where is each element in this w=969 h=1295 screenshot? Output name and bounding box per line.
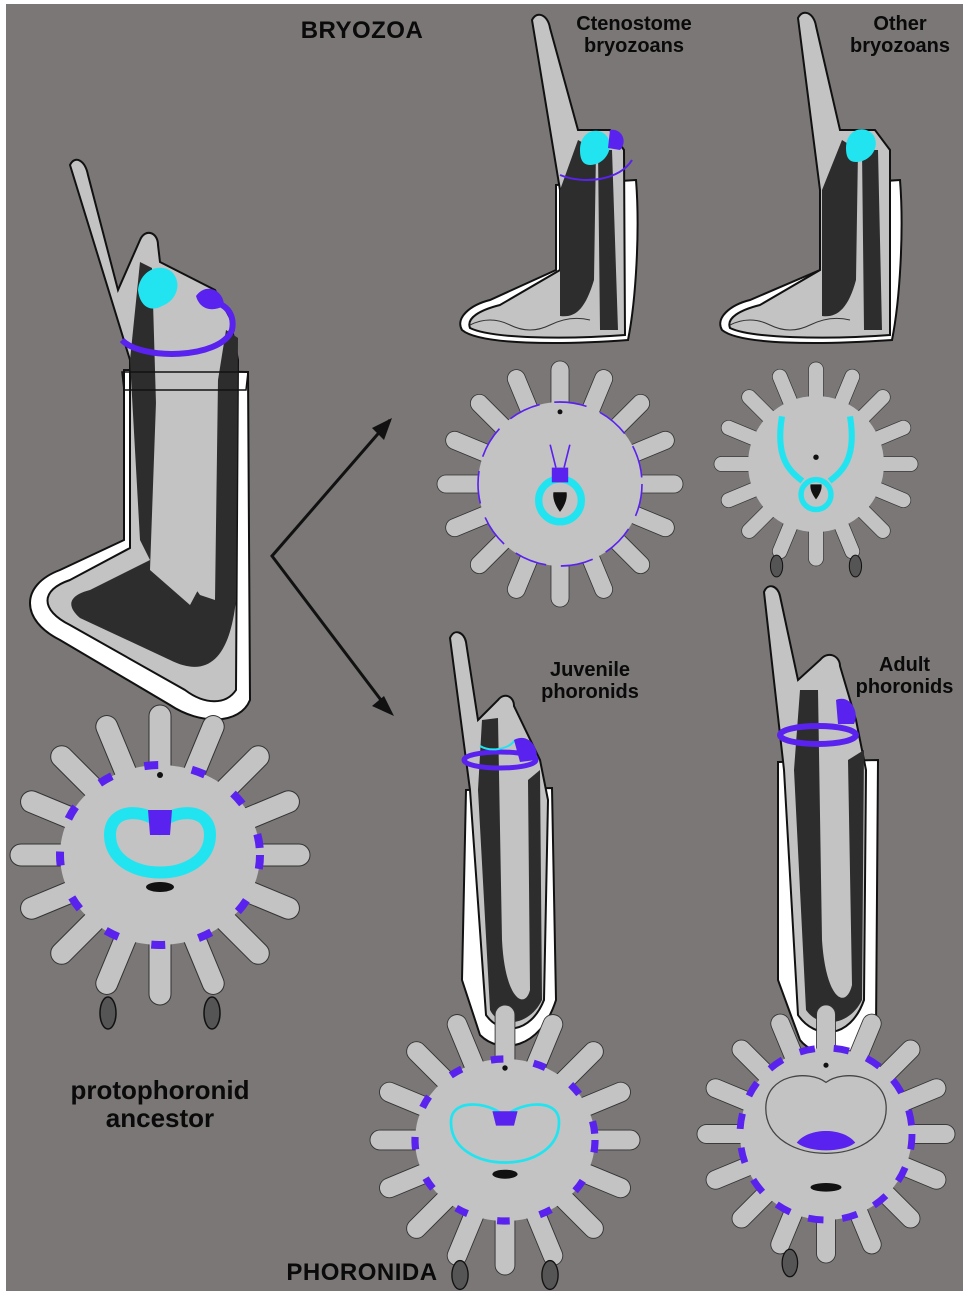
juvenile-crown — [370, 1005, 640, 1289]
divergence-arrows — [272, 418, 394, 716]
other-bryozoan-crown — [714, 362, 918, 577]
adult-phoronids-label: Adult phoronids — [840, 655, 969, 698]
juvenile-phoronids-label: Juvenile phoronids — [520, 660, 660, 703]
ancestor-epistome — [148, 810, 172, 835]
bryozoa-label: BRYOZOA — [262, 18, 462, 44]
ancestor-zooid — [30, 160, 250, 720]
other-bryozoans-label: Other bryozoans — [830, 14, 969, 57]
ctenostome-crown — [437, 361, 683, 607]
ctenostome-zooid — [460, 15, 637, 343]
ctenostome-purple-lobe — [608, 130, 624, 150]
phoronida-label: PHORONIDA — [262, 1260, 462, 1286]
ctenostome-label: Ctenostome bryozoans — [564, 14, 704, 57]
ancestor-label: protophoronid ancestor — [40, 1076, 280, 1132]
adult-crown — [697, 1005, 955, 1277]
ancestor-pore — [157, 772, 163, 778]
ancestor-crown — [10, 705, 310, 1029]
other-bryozoan-zooid — [720, 13, 901, 343]
ancestor-anus — [146, 882, 174, 892]
